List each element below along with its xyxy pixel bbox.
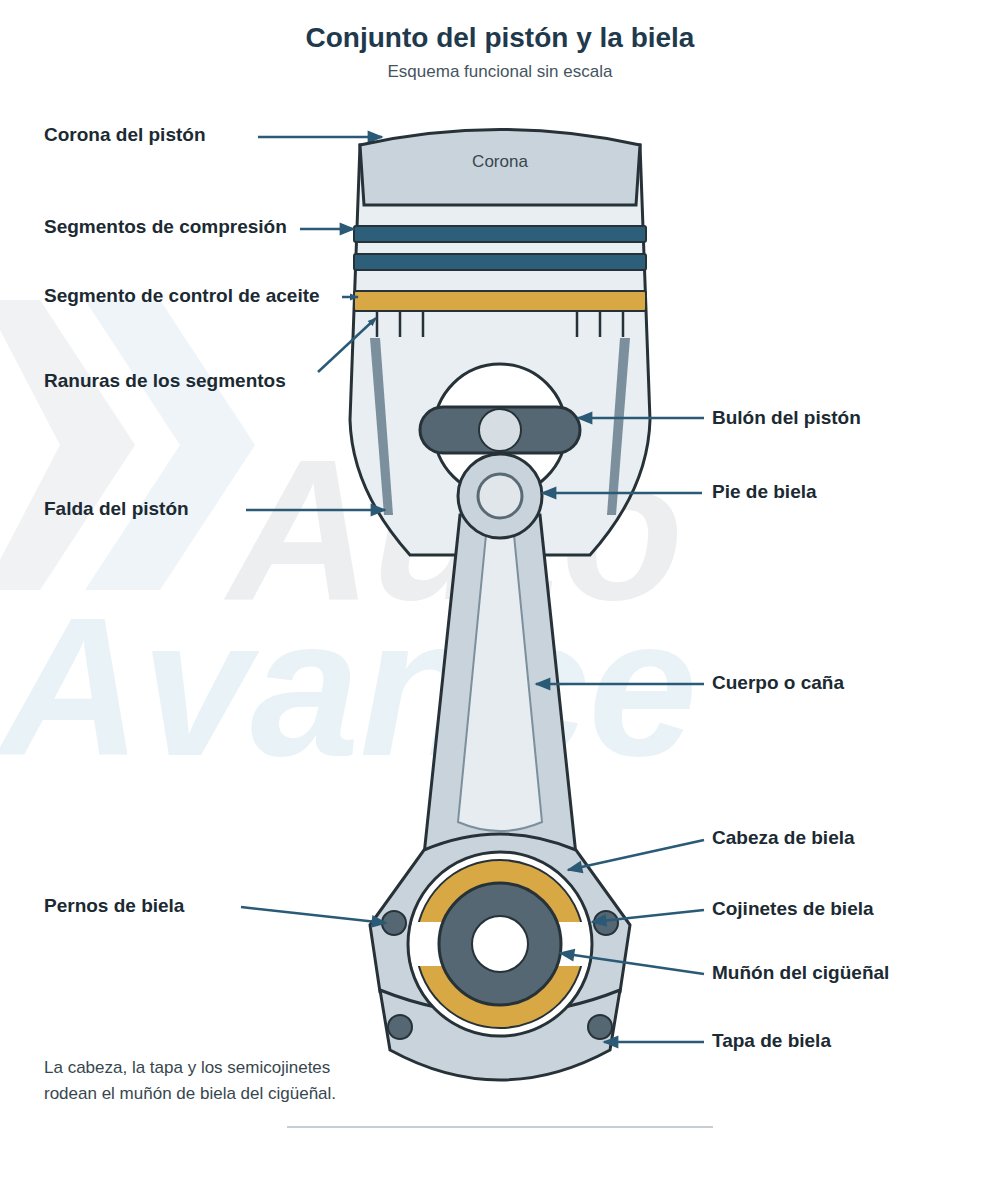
pin-end (479, 409, 521, 451)
part-label: Falda del pistón (44, 497, 189, 521)
subtitle: Esquema funcional sin escala (388, 61, 613, 83)
piston-pin (420, 407, 580, 453)
compression-ring (354, 254, 646, 270)
piston-crown: Corona (356, 120, 644, 210)
bottom-rule (287, 1126, 713, 1128)
crank-journal (439, 883, 561, 1005)
part-label: Segmentos de compresión (44, 215, 287, 239)
caption-note: La cabeza, la tapa y los semicojinetes r… (44, 1055, 374, 1107)
node-text: Corona (472, 151, 528, 173)
small-end (458, 454, 542, 538)
bearing-shells (416, 860, 584, 1028)
watermark: Avance (0, 590, 697, 786)
diagram-title: Conjunto del pistón y la biela (306, 21, 695, 55)
part-label: Muñón del cigüeñal (712, 961, 889, 985)
part-label: Corona del pistón (44, 123, 206, 147)
rod-bolts (382, 911, 618, 1039)
part-label: Pie de biela (712, 480, 817, 504)
part-label: Pernos de biela (44, 894, 184, 918)
journal-bore (472, 916, 528, 972)
rod-web (458, 535, 542, 831)
leader-lines (241, 137, 704, 1042)
part-label: Cuerpo o caña (712, 671, 844, 695)
skirt-bar (607, 338, 630, 515)
part-label: Tapa de biela (712, 1029, 831, 1053)
ring-grooves (377, 312, 623, 337)
part-label: Cojinetes de biela (712, 897, 874, 921)
part-label: Bulón del pistón (712, 406, 861, 430)
compression-ring (354, 226, 646, 242)
part-label: Cabeza de biela (712, 826, 855, 850)
oil-ring (354, 291, 646, 311)
skirt-bar (370, 338, 393, 515)
small-end-bore (478, 474, 522, 518)
part-label: Ranuras de los segmentos (44, 369, 286, 393)
bearing-housing (408, 852, 592, 1036)
part-label: Segmento de control de aceite (44, 284, 320, 308)
